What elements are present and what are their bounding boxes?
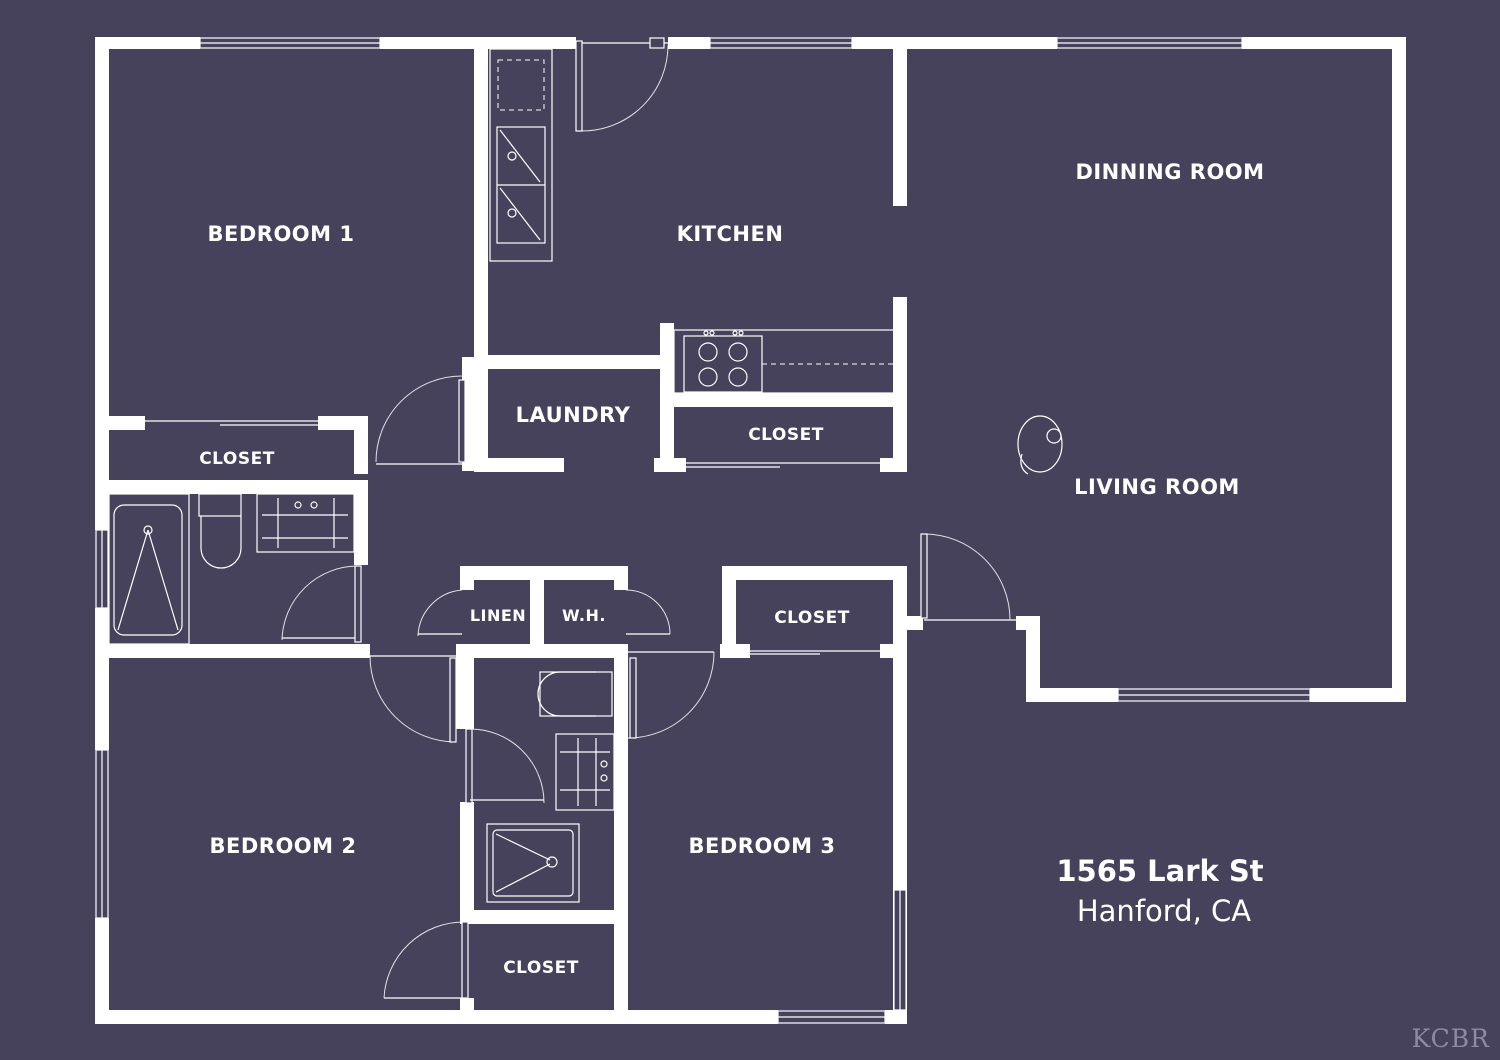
doors [145, 37, 1016, 999]
interior-walls [95, 49, 907, 1024]
address-city: Hanford, CA [1077, 894, 1251, 928]
label-living-room: LIVING ROOM [1074, 475, 1240, 499]
label-bedroom-1: BEDROOM 1 [208, 222, 355, 246]
label-water-heater: W.H. [562, 606, 606, 625]
brand-watermark: KCBR [1412, 1024, 1491, 1053]
fridge-outline [497, 59, 545, 111]
kitchen-fixtures [489, 48, 895, 394]
person-icon [1017, 415, 1063, 475]
shower [486, 823, 580, 903]
label-bedroom-2: BEDROOM 2 [210, 834, 357, 858]
windows [95, 37, 1311, 1024]
label-bedroom2-closet: CLOSET [503, 958, 579, 978]
label-hall-closet: CLOSET [774, 608, 850, 628]
vanity-sink [256, 493, 355, 553]
toilet-tank [198, 493, 242, 517]
label-laundry: LAUNDRY [516, 403, 631, 427]
label-kitchen: KITCHEN [677, 222, 784, 246]
bath1-fixtures [108, 493, 355, 645]
label-bedroom1-closet: CLOSET [199, 449, 275, 469]
label-dining-room: DINNING ROOM [1075, 160, 1264, 184]
stove [683, 335, 763, 393]
bath2-fixtures [486, 671, 615, 903]
label-kitchen-closet: CLOSET [748, 425, 824, 445]
exterior-walls [95, 37, 1406, 1024]
vanity-sink [555, 733, 615, 811]
label-linen: LINEN [470, 606, 526, 625]
label-bedroom-3: BEDROOM 3 [689, 834, 836, 858]
bathtub [113, 504, 183, 636]
address-street: 1565 Lark St [1056, 854, 1263, 888]
